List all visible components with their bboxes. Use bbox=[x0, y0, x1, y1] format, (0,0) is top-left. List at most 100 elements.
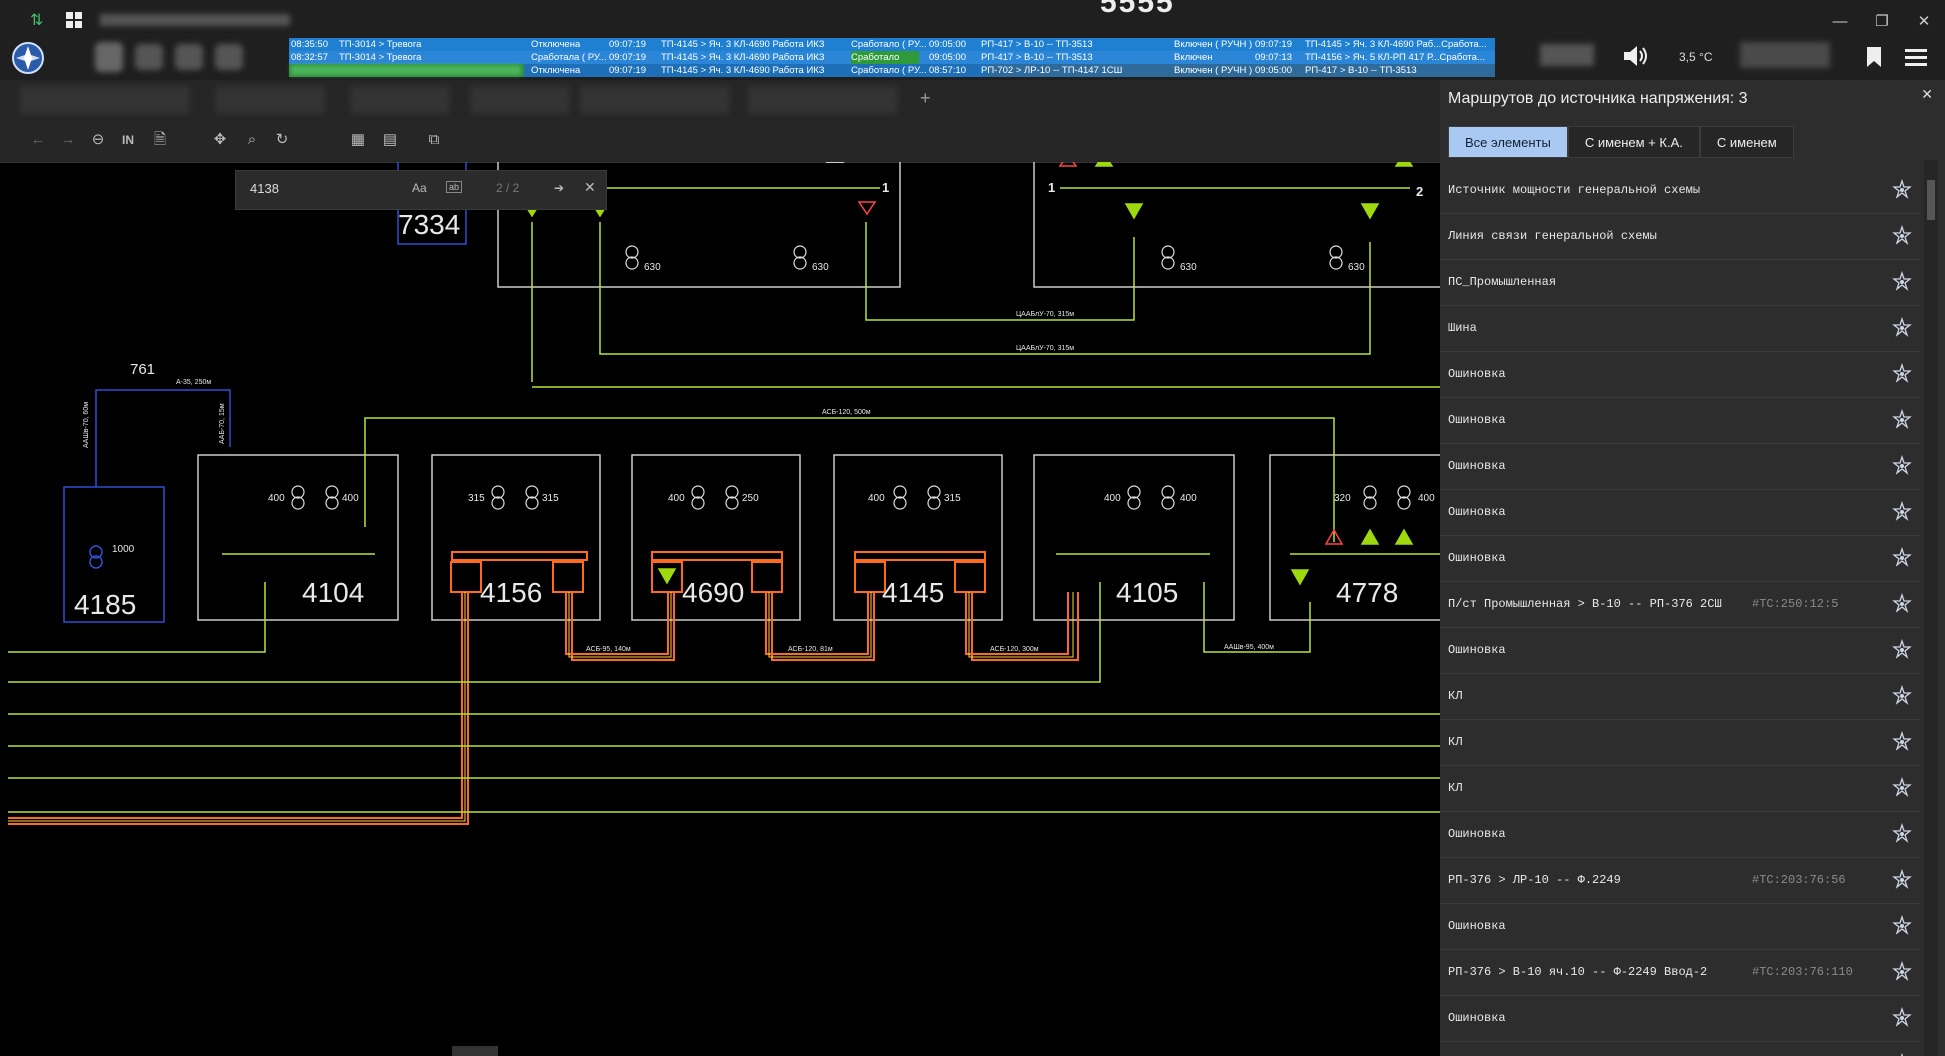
bookmark-icon[interactable] bbox=[1866, 46, 1882, 68]
substation-label-4105[interactable]: 4105 bbox=[1116, 577, 1178, 608]
locate-element-icon[interactable] bbox=[1892, 179, 1912, 199]
sync-icon[interactable]: ⇅ bbox=[30, 12, 44, 29]
list-table-icon[interactable]: ▤ bbox=[382, 131, 398, 148]
volume-icon[interactable] bbox=[1622, 44, 1648, 68]
locate-element-icon[interactable] bbox=[1892, 961, 1912, 981]
whole-word-toggle[interactable]: ab bbox=[446, 181, 463, 193]
substation-label-4156[interactable]: 4156 bbox=[480, 577, 542, 608]
locate-element-icon[interactable] bbox=[1892, 363, 1912, 383]
list-item[interactable]: КЛ bbox=[1440, 766, 1920, 812]
close-search-icon[interactable]: ✕ bbox=[584, 179, 596, 195]
horizontal-scroll-thumb[interactable] bbox=[452, 1046, 498, 1056]
search-input[interactable]: 4138 bbox=[250, 181, 279, 196]
tab[interactable] bbox=[748, 86, 898, 114]
tab[interactable] bbox=[470, 86, 570, 114]
filter-named-ka[interactable]: С именем + К.А. bbox=[1567, 126, 1700, 158]
toolbar-blurred-icon[interactable] bbox=[215, 44, 243, 70]
substation-label-4690[interactable]: 4690 bbox=[682, 577, 744, 608]
list-item[interactable]: Ошиновка bbox=[1440, 352, 1920, 398]
locate-element-icon[interactable] bbox=[1892, 409, 1912, 429]
locate-element-icon[interactable] bbox=[1892, 1007, 1912, 1027]
list-item[interactable]: Ошиновка bbox=[1440, 904, 1920, 950]
pan-move-icon[interactable]: ✥ bbox=[213, 131, 227, 148]
locate-element-icon[interactable] bbox=[1892, 639, 1912, 659]
menu-icon[interactable] bbox=[1905, 48, 1927, 66]
tab[interactable] bbox=[350, 86, 450, 114]
list-item[interactable]: КЛ bbox=[1440, 720, 1920, 766]
match-case-toggle[interactable]: Aa bbox=[412, 181, 427, 195]
list-item[interactable]: П/ст Промышленная > В-10 -- РП-376 2СШ#T… bbox=[1440, 582, 1920, 628]
event-time: 09:05:00 bbox=[1255, 65, 1292, 76]
forward-arrow-icon[interactable]: → bbox=[60, 131, 76, 148]
list-item[interactable]: Ошиновка bbox=[1440, 996, 1920, 1042]
locate-element-icon[interactable] bbox=[1892, 593, 1912, 613]
list-item[interactable]: Ошиновка bbox=[1440, 812, 1920, 858]
list-item[interactable]: Источник мощности генеральной схемы bbox=[1440, 168, 1920, 214]
list-item[interactable]: Линия связи генеральной схемы bbox=[1440, 214, 1920, 260]
zoom-out-icon[interactable]: ⊖ bbox=[91, 131, 105, 148]
route-icon[interactable]: ⧉ bbox=[428, 131, 440, 148]
back-arrow-icon[interactable]: ← bbox=[30, 131, 46, 148]
locate-element-icon[interactable] bbox=[1892, 777, 1912, 797]
list-item[interactable]: РП-376 > В-10 яч.10 -- Ф-2249 Ввод-2#TC:… bbox=[1440, 950, 1920, 996]
event-row[interactable]: Отключена 09:07:19 ТП-4145 > Яч. 3 КЛ-46… bbox=[289, 64, 1495, 77]
filter-named[interactable]: С именем bbox=[1699, 126, 1794, 158]
substation-label-4145[interactable]: 4145 bbox=[882, 577, 944, 608]
toolbar-blurred-icon[interactable] bbox=[175, 44, 203, 70]
substation-label-4778[interactable]: 4778 bbox=[1336, 577, 1398, 608]
list-item[interactable]: Шина bbox=[1440, 306, 1920, 352]
locate-element-icon[interactable] bbox=[1892, 317, 1912, 337]
locate-element-icon[interactable] bbox=[1892, 271, 1912, 291]
schematic-canvas[interactable]: 7334 4185 4104 4156 4690 4145 4105 4778 … bbox=[0, 162, 1440, 1056]
tab[interactable] bbox=[580, 86, 730, 114]
locate-element-icon[interactable] bbox=[1892, 915, 1912, 935]
next-result-icon[interactable]: ➔ bbox=[554, 181, 565, 195]
list-item[interactable]: РП-376 > ЛР-10 -- Ф.2249 bbox=[1440, 1042, 1920, 1056]
substation-label-761[interactable]: 761 bbox=[130, 361, 155, 378]
list-item[interactable]: ПС_Промышленная bbox=[1440, 260, 1920, 306]
close-panel-icon[interactable]: ✕ bbox=[1921, 86, 1933, 102]
substation-label-4185[interactable]: 4185 bbox=[74, 589, 136, 620]
add-tab-button[interactable]: + bbox=[920, 88, 931, 108]
locate-element-icon[interactable] bbox=[1892, 547, 1912, 567]
substation-label-4104[interactable]: 4104 bbox=[302, 577, 364, 608]
substation-label-7334[interactable]: 7334 bbox=[398, 209, 460, 240]
filter-all-elements[interactable]: Все элементы bbox=[1448, 126, 1568, 158]
close-window-button[interactable]: ✕ bbox=[1917, 13, 1931, 30]
list-item[interactable]: КЛ bbox=[1440, 674, 1920, 720]
rotate-icon[interactable]: ↻ bbox=[275, 131, 289, 148]
list-item[interactable]: РП-376 > ЛР-10 -- Ф.2249#TC:203:76:56 bbox=[1440, 858, 1920, 904]
library-icon[interactable]: IN bbox=[122, 133, 134, 147]
toolbar-blurred-icon[interactable] bbox=[95, 42, 123, 72]
event-row[interactable]: 08:32:57 ТП-3014 > Тревога Сработала ( Р… bbox=[289, 51, 1495, 64]
search-zoom-icon[interactable]: ⌕ bbox=[247, 131, 257, 148]
locate-element-icon[interactable] bbox=[1892, 685, 1912, 705]
panel-scrollbar[interactable] bbox=[1924, 160, 1938, 1056]
locate-element-icon[interactable] bbox=[1892, 455, 1912, 475]
tab[interactable] bbox=[215, 86, 325, 114]
list-item[interactable]: Ошиновка bbox=[1440, 490, 1920, 536]
transformer-rating: 315 bbox=[468, 493, 485, 504]
locate-element-icon[interactable] bbox=[1892, 869, 1912, 889]
list-item[interactable]: Ошиновка bbox=[1440, 398, 1920, 444]
locate-element-icon[interactable] bbox=[1892, 501, 1912, 521]
minimize-button[interactable]: — bbox=[1832, 13, 1848, 30]
toolbar-blurred-icon[interactable] bbox=[135, 44, 163, 70]
maximize-button[interactable]: ❐ bbox=[1875, 13, 1889, 30]
scroll-thumb[interactable] bbox=[1927, 180, 1935, 220]
filter-tabs: Все элементы С именем + К.А. С именем bbox=[1448, 126, 1794, 158]
list-item[interactable]: Ошиновка bbox=[1440, 536, 1920, 582]
event-source: ТП-3014 > Тревога bbox=[339, 52, 422, 63]
grid-table-icon[interactable]: ▦ bbox=[350, 131, 366, 148]
locate-element-icon[interactable] bbox=[1892, 225, 1912, 245]
list-item[interactable]: Ошиновка bbox=[1440, 628, 1920, 674]
apps-grid-icon[interactable] bbox=[66, 12, 82, 28]
event-row[interactable]: 08:35:50 ТП-3014 > Тревога Отключена 09:… bbox=[289, 38, 1495, 51]
tab[interactable] bbox=[20, 86, 190, 114]
event-route: РП-417 > В-10 -- ТП-3513 bbox=[1305, 65, 1417, 76]
document-icon[interactable]: 🗎 bbox=[153, 131, 167, 148]
locate-element-icon[interactable] bbox=[1892, 731, 1912, 751]
locate-element-icon[interactable] bbox=[1892, 823, 1912, 843]
list-item[interactable]: Ошиновка bbox=[1440, 444, 1920, 490]
event-ticker[interactable]: 08:35:50 ТП-3014 > Тревога Отключена 09:… bbox=[289, 38, 1495, 78]
